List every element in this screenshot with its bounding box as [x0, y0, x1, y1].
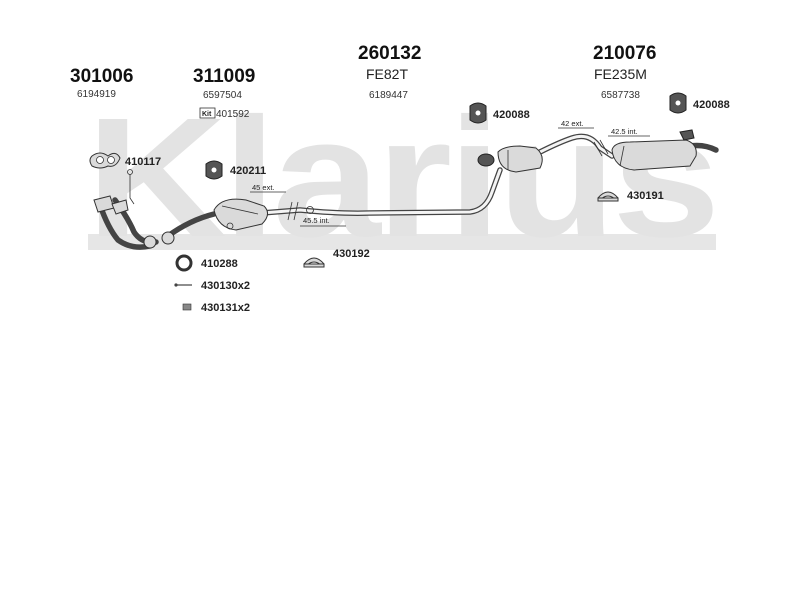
joint-marker-middle: [287, 201, 299, 221]
part-code: 420088: [693, 99, 730, 111]
rubber-hanger-hole: [475, 110, 481, 116]
flange-joint-2: [161, 231, 175, 245]
clamp-saddle: [597, 197, 619, 202]
section-oe-number: 6194919: [77, 89, 116, 100]
section-model: FE235M: [594, 66, 647, 82]
middle-silencer: [477, 145, 543, 173]
rear-link-pipe-highlight: [538, 134, 614, 158]
part-code: 430130x2: [201, 280, 250, 292]
section-code: 311009: [193, 66, 255, 87]
section-301006: 301006 6194919: [70, 66, 133, 100]
kit-badge: [199, 107, 216, 119]
part-420211: 420211: [205, 160, 266, 180]
middle-silencer-inlet: [477, 153, 495, 167]
dimension-42-ext: 42 ext.: [561, 119, 584, 128]
rear-silencer: [611, 129, 697, 171]
flange-right: [111, 199, 129, 215]
joint-clamp-middle: [306, 206, 314, 214]
oxygen-sensor-lead: [129, 174, 135, 205]
part-430130x2: 430130x2: [174, 280, 250, 292]
dimension-45-5-int: 45.5 int.: [303, 216, 330, 225]
middle-silencer-body: [497, 145, 543, 173]
catalyst-shield-line: [221, 205, 259, 215]
part-420088-rear: 420088: [669, 92, 730, 114]
kit-badge-label: Kit: [202, 111, 212, 118]
oxygen-sensor-tip: [127, 169, 133, 175]
dimension-45-ext: 45 ext.: [252, 183, 275, 192]
gasket-hole-right: [107, 156, 115, 164]
section-311009: 311009 6597504 Kit 401592: [193, 66, 255, 120]
part-code: 410288: [201, 258, 238, 270]
kit-code: 401592: [216, 109, 250, 120]
section-210076: 210076 FE235M 6587738: [593, 43, 656, 101]
dimension-labels: 45 ext. 45.5 int. 42 ext. 42.5 int.: [250, 119, 650, 227]
flange-joint: [143, 235, 157, 249]
middle-pipe-highlight: [260, 168, 502, 215]
section-code: 260132: [358, 43, 421, 64]
section-oe-number: 6597504: [203, 90, 242, 101]
rear-silencer-body: [611, 139, 697, 171]
part-code: 420211: [230, 165, 266, 177]
part-code: 410117: [125, 156, 161, 168]
part-430191: 430191: [597, 190, 664, 202]
section-oe-number: 6587738: [601, 90, 640, 101]
part-code: 420088: [493, 109, 530, 121]
section-code: 210076: [593, 43, 656, 64]
part-code: 430131x2: [201, 302, 250, 314]
joint-marker-rear: [593, 139, 609, 157]
front-downpipe: [97, 202, 153, 250]
part-420088-middle: 420088: [469, 102, 530, 124]
part-code: 430192: [333, 248, 370, 260]
section-code: 301006: [70, 66, 133, 87]
part-code: 430191: [627, 190, 664, 202]
rubber-mount-hole: [211, 167, 217, 173]
watermark-logo: Klarius: [86, 83, 716, 273]
section-260132: 260132 FE82T 6189447: [358, 43, 421, 101]
sealing-ring-icon: [175, 254, 193, 272]
rear-hanger-bracket: [679, 129, 695, 141]
rubber-hanger-hole: [675, 100, 681, 106]
clamp-saddle: [303, 263, 325, 268]
dimension-42-5-int: 42.5 int.: [611, 127, 638, 136]
nut-icon: [182, 303, 192, 311]
part-430131x2: 430131x2: [182, 302, 250, 314]
bolt-head: [174, 283, 178, 287]
gasket-hole-left: [96, 156, 104, 164]
section-oe-number: 6189447: [369, 90, 408, 101]
part-410117: 410117: [89, 152, 161, 169]
watermark-band: [88, 234, 716, 250]
joint-markers: [287, 139, 609, 221]
section-model: FE82T: [366, 66, 408, 82]
rear-silencer-seam: [619, 145, 625, 167]
watermark: Klarius: [86, 83, 720, 273]
oxygen-sensor: [127, 169, 135, 205]
lambda-sensor-port: [226, 222, 234, 230]
part-430192: 430192: [303, 248, 370, 268]
part-410288: 410288: [175, 254, 238, 272]
downpipe-flanges: [93, 195, 175, 249]
catalytic-converter: [213, 198, 268, 231]
